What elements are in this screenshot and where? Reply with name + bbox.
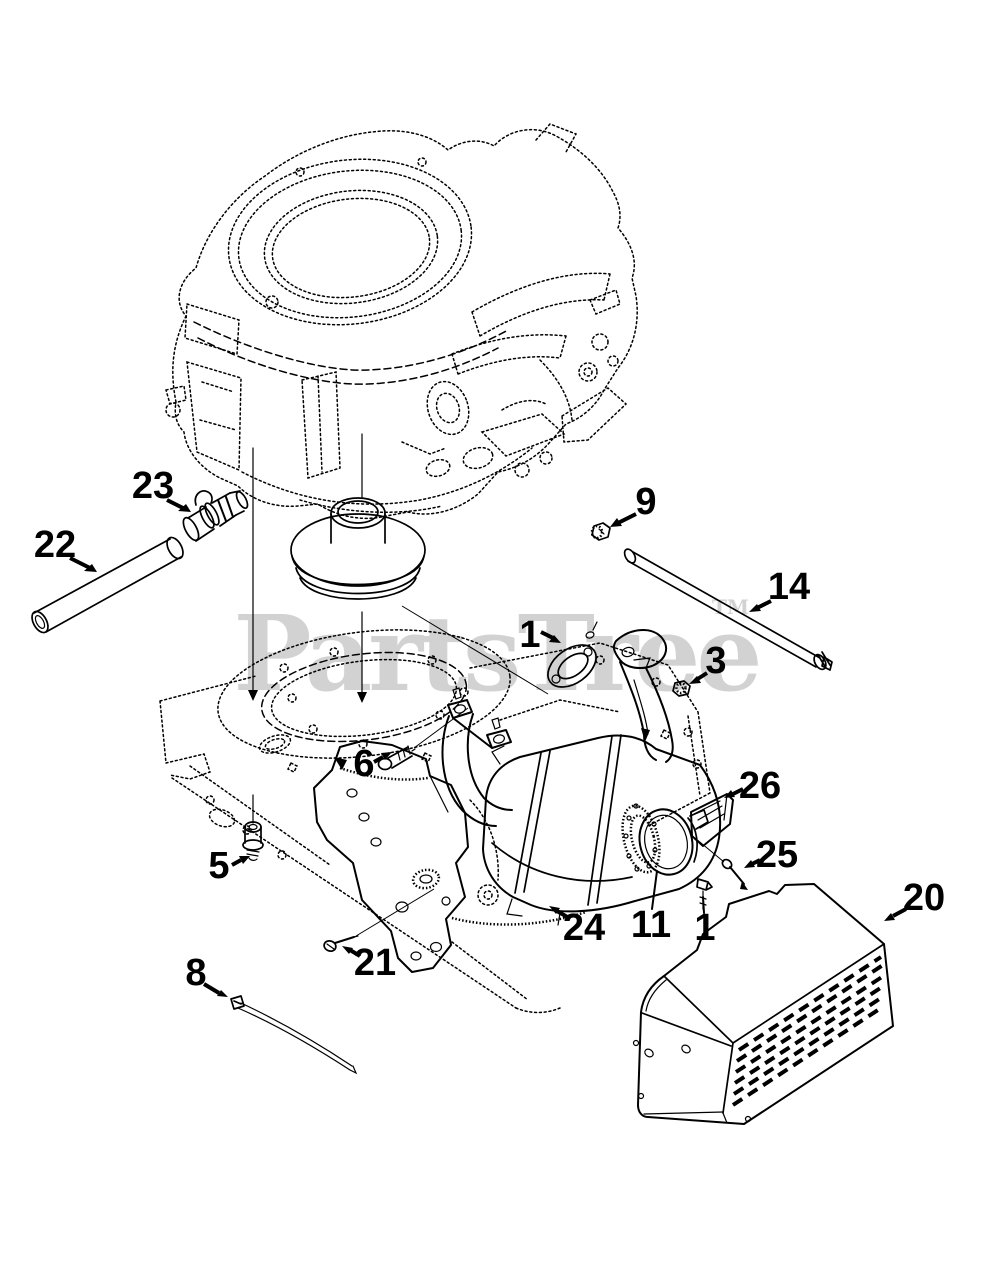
callout-23: 23: [132, 465, 174, 507]
callout-22: 22: [34, 524, 76, 566]
pulley-drawing: [290, 497, 426, 600]
part-muffler-24: [482, 734, 722, 926]
watermark: PartsTree TM: [233, 592, 762, 715]
callout-5: 5: [208, 845, 229, 887]
callout-9: 9: [635, 481, 656, 523]
alignment-lines: [248, 433, 725, 937]
part-rod-14: [623, 548, 833, 671]
callout-25: 25: [756, 834, 798, 876]
part-fitting-23: [182, 490, 249, 542]
part-cabletie-8: [230, 995, 358, 1075]
part-bolt-5: [242, 821, 264, 861]
callout-14: 14: [768, 566, 810, 608]
part-deflector-26: [690, 793, 734, 847]
callout-3: 3: [705, 640, 726, 682]
bracket-drawing: [313, 740, 469, 973]
part-screw-1b: [696, 878, 713, 910]
callout-21: 21: [354, 942, 396, 984]
part-nut-3: [672, 680, 691, 697]
callout-24: 24: [563, 907, 605, 949]
part-heatshield-20: [632, 883, 894, 1125]
exhaust-pipes-drawing: [441, 621, 674, 827]
part-nut-9: [590, 522, 611, 541]
callout-labels: 23 22 9 14 1 3 6 26 5 25 24 11 1 20 21 8: [34, 465, 945, 994]
callout-26: 26: [739, 765, 781, 807]
frame-drawing: [159, 629, 711, 1014]
part-screw-21: [323, 935, 359, 952]
watermark-text: PartsTree: [233, 592, 758, 715]
callout-arrows: [69, 498, 907, 997]
part-flange-11: [621, 803, 709, 876]
callout-1: 1: [519, 614, 540, 656]
callout-1b: 1: [694, 907, 715, 949]
callout-8: 8: [185, 952, 206, 994]
callout-6: 6: [353, 743, 374, 785]
part-pin-25: [721, 858, 748, 890]
part-tube-22: [31, 536, 184, 634]
part-gasket-1: [547, 644, 597, 688]
engine-drawing: [165, 123, 638, 520]
callout-11: 11: [631, 904, 671, 946]
callout-20: 20: [903, 877, 945, 919]
